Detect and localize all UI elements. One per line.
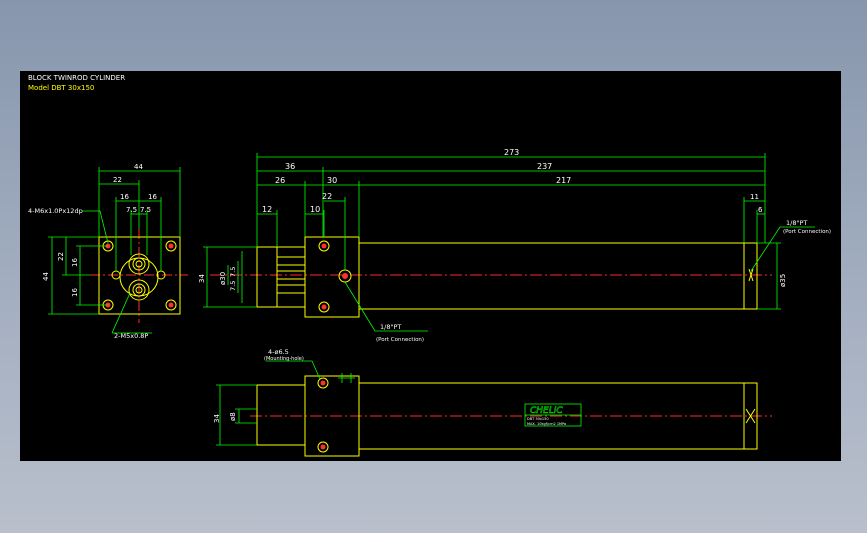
port-sub-right: (Port Connection)	[783, 229, 831, 235]
dim-237: 237	[537, 162, 552, 171]
side-dimensions	[203, 153, 815, 332]
dim-22-side: 22	[322, 192, 332, 201]
upper-rod-circle	[128, 253, 150, 275]
dim-34-bottom: 34	[213, 414, 221, 423]
front-block-outline	[98, 236, 181, 315]
front-dimensions	[48, 167, 181, 334]
dim-rod-8: ø8	[229, 412, 237, 421]
dim-16: 16	[120, 193, 129, 201]
dim-6: 6	[758, 206, 763, 214]
dim-16-vertical: 16	[71, 288, 79, 297]
dim-26: 26	[275, 176, 285, 185]
dim-34-side: 34	[198, 274, 206, 283]
dim-217: 217	[556, 176, 571, 185]
rod-extension	[256, 246, 306, 308]
dim-22: 22	[113, 176, 122, 184]
dim-36: 36	[285, 162, 295, 171]
bottom-view	[250, 375, 772, 457]
dim-7-5: 7.5	[126, 206, 137, 214]
callout-top-holes: 4-M6x1.0Px12dp	[28, 207, 83, 215]
dim-12: 12	[262, 205, 272, 214]
callout-mount: 4-ø6.5	[268, 348, 289, 356]
callout-bottom-holes: 2-M5x0.8P	[114, 332, 148, 340]
mounting-hole	[165, 299, 177, 311]
nameplate-line2: MAX. 10kgf/cm2 1MPa	[527, 422, 566, 426]
front-view	[90, 229, 188, 323]
dim-rod-diameter: ø30	[219, 272, 227, 285]
rod-extension-bottom	[256, 384, 306, 446]
cad-drawing-area[interactable]: BLOCK TWINROD CYLINDER Model DBT 30x150	[20, 71, 841, 461]
port-label-bottom: 1/8"PT	[380, 323, 401, 331]
nameplate-line1: DBT 30x150	[527, 417, 549, 421]
dim-10: 10	[310, 205, 320, 214]
port-sub-bottom: (Port Connection)	[376, 337, 424, 343]
dim-16: 16	[148, 193, 157, 201]
side-view	[210, 236, 772, 318]
mounting-hole	[165, 240, 177, 252]
port-label-right: 1/8"PT	[786, 219, 807, 227]
drawing-model: Model DBT 30x150	[28, 84, 94, 92]
cad-drawing: BLOCK TWINROD CYLINDER Model DBT 30x150	[28, 74, 831, 457]
dim-30: 30	[327, 176, 337, 185]
dim-273: 273	[504, 148, 519, 157]
dim-7-5-side: 7.5	[229, 267, 237, 277]
lower-rod-circle	[128, 279, 150, 301]
cylinder-tube	[358, 242, 758, 310]
drawing-title: BLOCK TWINROD CYLINDER	[28, 74, 125, 82]
dim-44-vertical: 44	[42, 272, 50, 281]
dim-22-vertical: 22	[57, 252, 65, 261]
dim-7-5: 7.5	[140, 206, 151, 214]
dim-11: 11	[750, 193, 759, 201]
bottom-dimensions	[216, 360, 355, 446]
dim-44: 44	[134, 163, 143, 171]
dim-end-diameter: ø35	[779, 274, 787, 287]
callout-mount-sub: (Mounting-hole)	[264, 356, 304, 362]
brand-logo: CHELIC	[530, 406, 563, 416]
dim-16-vertical: 16	[71, 258, 79, 267]
dim-7-5-side: 7.5	[229, 281, 237, 291]
